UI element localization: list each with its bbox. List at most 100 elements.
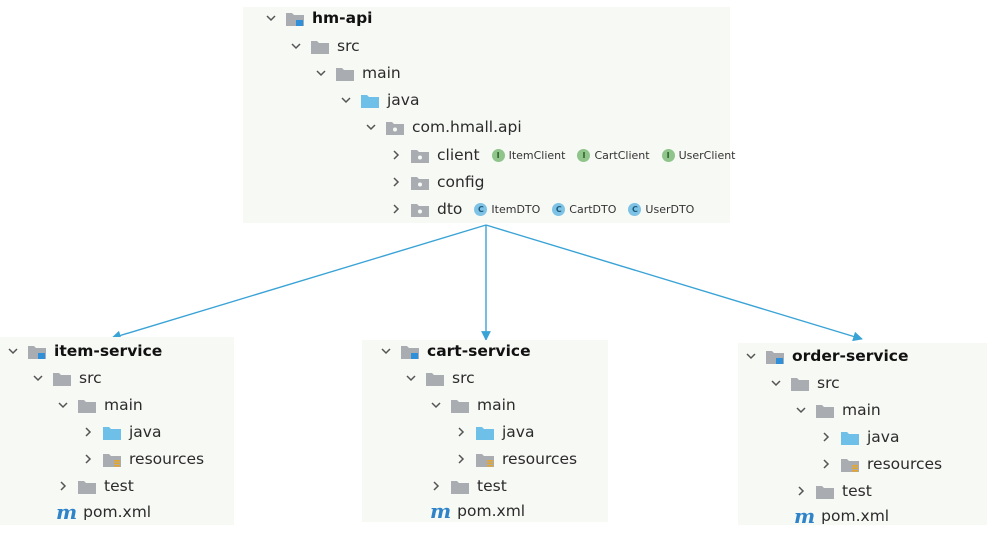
tree-row-src[interactable]: src: [768, 371, 840, 395]
folder-icon: [450, 397, 470, 414]
tree-row-main[interactable]: main: [55, 393, 143, 417]
source-folder-icon: [102, 424, 122, 441]
folder-icon: [425, 370, 445, 387]
chevron-down-icon[interactable]: [363, 119, 379, 135]
folder-icon: [815, 483, 835, 500]
chevron-right-icon[interactable]: [388, 147, 404, 163]
folder-icon: [310, 38, 330, 55]
tree-row-module[interactable]: cart-service: [378, 339, 531, 363]
chevron-down-icon[interactable]: [793, 402, 809, 418]
tree-row-java[interactable]: java: [453, 420, 534, 444]
tree-row-pom[interactable]: m pom.xml: [56, 500, 151, 524]
resources-folder-icon: [840, 456, 860, 473]
chevron-down-icon[interactable]: [378, 343, 394, 359]
tree-row-java[interactable]: java: [80, 420, 161, 444]
chevron-right-icon[interactable]: [388, 201, 404, 217]
tree-row-java[interactable]: java: [818, 425, 899, 449]
chevron-right-icon[interactable]: [453, 424, 469, 440]
chevron-right-icon[interactable]: [453, 451, 469, 467]
tree-row-hm-api[interactable]: hm-api: [263, 6, 373, 30]
tree-row-test[interactable]: test: [428, 474, 507, 498]
chevron-down-icon[interactable]: [428, 397, 444, 413]
tree-row-config[interactable]: config: [388, 170, 484, 194]
chevron-down-icon[interactable]: [743, 348, 759, 364]
resources-folder-icon: [102, 451, 122, 468]
arrow-to-order-service: [485, 224, 863, 342]
folder-label: java: [129, 423, 162, 441]
tree-row-src[interactable]: src: [288, 34, 360, 58]
chevron-right-icon[interactable]: [55, 478, 71, 494]
folder-label: test: [842, 482, 872, 500]
tree-row-package[interactable]: com.hmall.api: [363, 115, 522, 139]
item-service-tree-panel: item-service src main java resources tes…: [0, 337, 234, 525]
package-icon: [410, 174, 430, 191]
order-service-tree-panel: order-service src main java resources te…: [738, 343, 987, 528]
cart-service-tree-panel: cart-service src main java resources tes…: [362, 340, 608, 522]
chevron-right-icon[interactable]: [428, 478, 444, 494]
folder-icon: [790, 375, 810, 392]
tree-row-main[interactable]: main: [313, 61, 401, 85]
tree-row-module[interactable]: order-service: [743, 344, 908, 368]
maven-icon: m: [430, 499, 452, 523]
module-folder-icon: [765, 348, 785, 365]
chevron-right-icon[interactable]: [80, 451, 96, 467]
source-folder-icon: [475, 424, 495, 441]
folder-label: java: [502, 423, 535, 441]
chevron-down-icon[interactable]: [5, 343, 21, 359]
chevron-down-icon[interactable]: [338, 92, 354, 108]
module-name: order-service: [792, 347, 909, 365]
tree-row-module[interactable]: item-service: [5, 339, 162, 363]
tree-row-src[interactable]: src: [403, 366, 475, 390]
source-folder-icon: [840, 429, 860, 446]
chevron-right-icon[interactable]: [818, 456, 834, 472]
folder-icon: [77, 478, 97, 495]
module-folder-icon: [400, 343, 420, 360]
tree-row-src[interactable]: src: [30, 366, 102, 390]
tree-row-java[interactable]: java: [338, 88, 419, 112]
package-label: client: [437, 146, 480, 164]
tree-row-resources[interactable]: resources: [80, 447, 204, 471]
chevron-down-icon[interactable]: [55, 397, 71, 413]
folder-label: src: [817, 374, 840, 392]
folder-label: main: [362, 64, 401, 82]
tree-row-test[interactable]: test: [55, 474, 134, 498]
module-folder-icon: [285, 10, 305, 27]
module-name: hm-api: [312, 9, 373, 27]
chevron-down-icon[interactable]: [313, 65, 329, 81]
maven-icon: m: [794, 504, 816, 528]
tree-row-main[interactable]: main: [428, 393, 516, 417]
chevron-right-icon[interactable]: [388, 174, 404, 190]
package-label: dto: [437, 200, 463, 218]
tree-row-main[interactable]: main: [793, 398, 881, 422]
chevron-down-icon[interactable]: [30, 370, 46, 386]
hm-api-tree-panel: hm-api src main java com.hmall.api clien…: [243, 6, 736, 223]
chevron-right-icon[interactable]: [818, 429, 834, 445]
package-label: com.hmall.api: [412, 118, 522, 136]
module-folder-icon: [27, 343, 47, 360]
chevron-right-icon[interactable]: [80, 424, 96, 440]
tree-row-resources[interactable]: resources: [453, 447, 577, 471]
file-label: pom.xml: [83, 503, 152, 521]
source-folder-icon: [360, 92, 380, 109]
chevron-down-icon[interactable]: [768, 375, 784, 391]
chevron-down-icon[interactable]: [403, 370, 419, 386]
tree-row-resources[interactable]: resources: [818, 452, 942, 476]
folder-label: java: [867, 428, 900, 446]
chevron-down-icon[interactable]: [263, 10, 279, 26]
package-label: config: [437, 173, 485, 191]
folder-label: test: [477, 477, 507, 495]
tree-row-test[interactable]: test: [793, 479, 872, 503]
chevron-down-icon[interactable]: [288, 38, 304, 54]
folder-icon: [77, 397, 97, 414]
folder-icon: [335, 65, 355, 82]
folder-icon: [450, 478, 470, 495]
tree-row-pom[interactable]: m pom.xml: [794, 504, 889, 528]
interface-icon: I: [661, 148, 675, 162]
chevron-right-icon[interactable]: [793, 483, 809, 499]
tree-row-pom[interactable]: m pom.xml: [430, 499, 525, 523]
